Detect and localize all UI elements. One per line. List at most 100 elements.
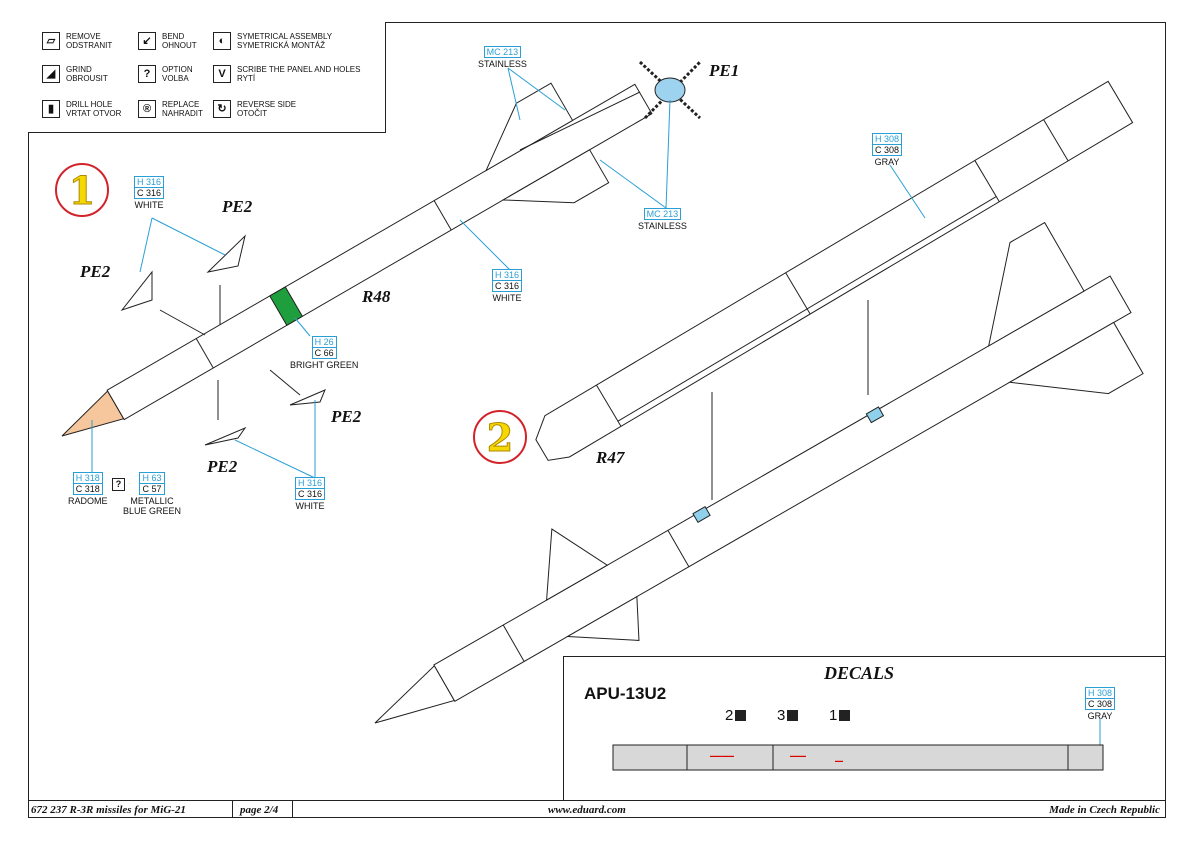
color-name: GRAY — [1087, 711, 1113, 721]
scribe-icon: V — [213, 65, 231, 83]
part-label-pe2: PE2 — [207, 457, 238, 476]
bend-icon: ↙ — [138, 32, 156, 50]
decal-number-text: 2 — [725, 707, 734, 724]
replace-icon: ® — [138, 100, 156, 118]
color-name: WHITE — [492, 293, 522, 303]
fin — [484, 82, 574, 172]
step-1-marker: 1 — [55, 163, 109, 217]
pe2-parts — [120, 234, 326, 446]
gunze-code: C 66 — [311, 348, 337, 359]
legend-en: OPTION — [162, 65, 193, 74]
part-label-pe1: PE1 — [709, 61, 740, 80]
svg-text:▬▬▬▬: ▬▬▬▬ — [790, 753, 806, 758]
fin — [501, 149, 610, 204]
color-name: METALLIC BLUE GREEN — [122, 496, 182, 516]
humbrol-code: H 63 — [139, 472, 165, 484]
remove-icon: ▱ — [42, 32, 60, 50]
gunze-code: C 316 — [134, 188, 165, 199]
legend-cz: VRTAT OTVOR — [66, 109, 122, 118]
humbrol-code: H 308 — [872, 133, 903, 145]
legend-cz: ODSTRANIT — [66, 41, 113, 50]
legend-cz: VOLBA — [162, 74, 189, 83]
decal-number: 3 — [777, 707, 799, 724]
leader-lines — [91, 67, 1101, 745]
legend-en: SYMETRICAL ASSEMBLY — [237, 32, 333, 41]
footer-url[interactable]: www.eduard.com — [548, 804, 626, 816]
metallic-code: MC 213 — [643, 208, 682, 220]
missile-r48 — [61, 82, 653, 437]
legend-en: GRIND — [66, 65, 92, 74]
legend-cz: OBROUSIT — [66, 74, 108, 83]
color-name: RADOME — [68, 496, 108, 506]
legend-en: REVERSE SIDE — [237, 100, 297, 109]
color-name: STAINLESS — [478, 59, 527, 69]
legend-cz: RYTÍ — [237, 74, 256, 83]
svg-text:▬▬: ▬▬ — [835, 758, 843, 763]
drill-hole-icon: ▮ — [42, 100, 60, 118]
part-label-pe2: PE2 — [80, 262, 111, 281]
footer: 672 237 R-3R missiles for MiG-21 page 2/… — [28, 800, 1166, 818]
gunze-code: C 316 — [492, 281, 523, 292]
decal-icon — [839, 710, 851, 721]
humbrol-code: H 316 — [295, 477, 326, 489]
decal-number-text: 3 — [777, 707, 786, 724]
grind-icon: ◢ — [42, 65, 60, 83]
divider — [292, 801, 293, 818]
decals-subtitle: APU-13U2 — [584, 684, 667, 703]
decal-icon — [735, 710, 747, 721]
legend-en: REMOVE — [66, 32, 101, 41]
option-icon: ? — [112, 478, 125, 491]
divider — [232, 801, 233, 818]
decal-launcher-rail: ▬▬▬▬▬▬ ▬▬▬▬ ▬▬ — [612, 744, 1104, 771]
legend-en: BEND — [162, 32, 185, 41]
legend-cz: OTOČIT — [237, 109, 268, 118]
legend-en: DRILL HOLE — [66, 100, 113, 109]
humbrol-code: H 316 — [134, 176, 165, 188]
step-2-marker: 2 — [473, 410, 527, 464]
footer-origin: Made in Czech Republic — [1049, 804, 1160, 816]
symmetrical-assembly-icon: ◐ — [213, 32, 231, 50]
part-label-r47: R47 — [596, 448, 625, 467]
reverse-side-icon: ↻ — [213, 100, 231, 118]
color-name: BRIGHT GREEN — [290, 360, 359, 370]
color-name: WHITE — [134, 200, 164, 210]
gunze-code: C 316 — [295, 489, 326, 500]
gunze-code: C 318 — [72, 484, 103, 495]
color-name: WHITE — [295, 501, 325, 511]
green-band — [269, 286, 304, 327]
decal-number-text: 1 — [829, 707, 838, 724]
legend-en: SCRIBE THE PANEL AND HOLES — [237, 65, 361, 74]
humbrol-code: H 308 — [1085, 687, 1116, 699]
missile-r47 — [374, 221, 1144, 724]
legend-cz: OHNOUT — [162, 41, 197, 50]
gunze-code: C 308 — [1085, 699, 1116, 710]
decal-icon — [787, 710, 799, 721]
decal-number: 1 — [829, 707, 851, 724]
legend-cz: SYMETRICKÁ MONTÁŽ — [237, 41, 326, 50]
gunze-code: C 308 — [872, 145, 903, 156]
decals-title: DECALS — [824, 663, 895, 683]
page-frame — [28, 22, 1166, 818]
metallic-code: MC 213 — [483, 46, 522, 58]
humbrol-code: H 26 — [311, 336, 337, 348]
legend-cz: NAHRADIT — [162, 109, 203, 118]
humbrol-code: H 316 — [492, 269, 523, 281]
color-name: STAINLESS — [638, 221, 687, 231]
